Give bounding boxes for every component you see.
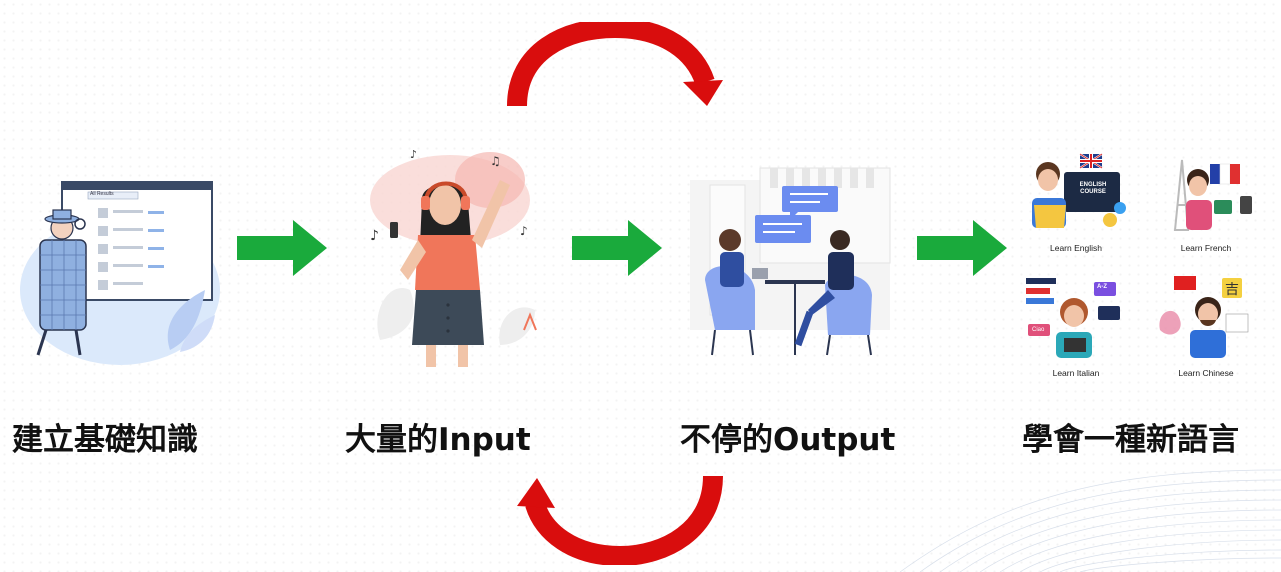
lang-card-english: ENGLISH COURSE Learn English	[1020, 150, 1132, 255]
lang-card-chinese: 吉 Learn Chinese	[1150, 270, 1262, 382]
stage-label-new-language: 學會一種新語言	[1022, 422, 1239, 458]
flow-arrow-3	[917, 220, 1007, 276]
stage-label-input: 大量的Input	[345, 422, 531, 458]
italian-badge: Ciao	[1032, 327, 1045, 333]
chinese-char: 吉	[1225, 282, 1239, 298]
lang-label-chinese: Learn Chinese	[1178, 368, 1234, 378]
svg-text:♪: ♪	[370, 228, 379, 244]
cycle-arrow-bottom	[517, 475, 723, 565]
stage-label-foundation: 建立基礎知識	[12, 422, 198, 458]
lang-card-french: Learn French	[1150, 150, 1262, 255]
lang-label-english: Learn English	[1050, 243, 1102, 253]
lang-label-italian: Learn Italian	[1052, 368, 1100, 378]
svg-text:♪: ♪	[410, 148, 417, 161]
detective-search-illustration: All Results	[10, 170, 220, 365]
flow-arrow-2	[572, 220, 662, 276]
lang-label-french: Learn French	[1180, 243, 1232, 253]
stage-label-output: 不停的Output	[680, 422, 896, 458]
svg-text:♪: ♪	[520, 224, 528, 238]
cycle-arrow-top	[507, 22, 723, 107]
lang-card-italian: Ciao A-Z Learn Italian	[1020, 270, 1132, 382]
language-grid-illustration: ENGLISH COURSE Learn English Learn Frenc…	[1020, 150, 1270, 382]
italian-az-badge: A-Z	[1097, 284, 1107, 290]
svg-text:♫: ♫	[490, 154, 501, 168]
conversation-illustration	[690, 160, 900, 360]
english-course-text: ENGLISH COURSE	[1079, 182, 1107, 195]
woman-listening-illustration: ♪ ♫ ♪ ♪	[350, 140, 550, 370]
search-window-tab-text: All Results	[90, 191, 114, 197]
flow-arrow-1	[237, 220, 327, 276]
